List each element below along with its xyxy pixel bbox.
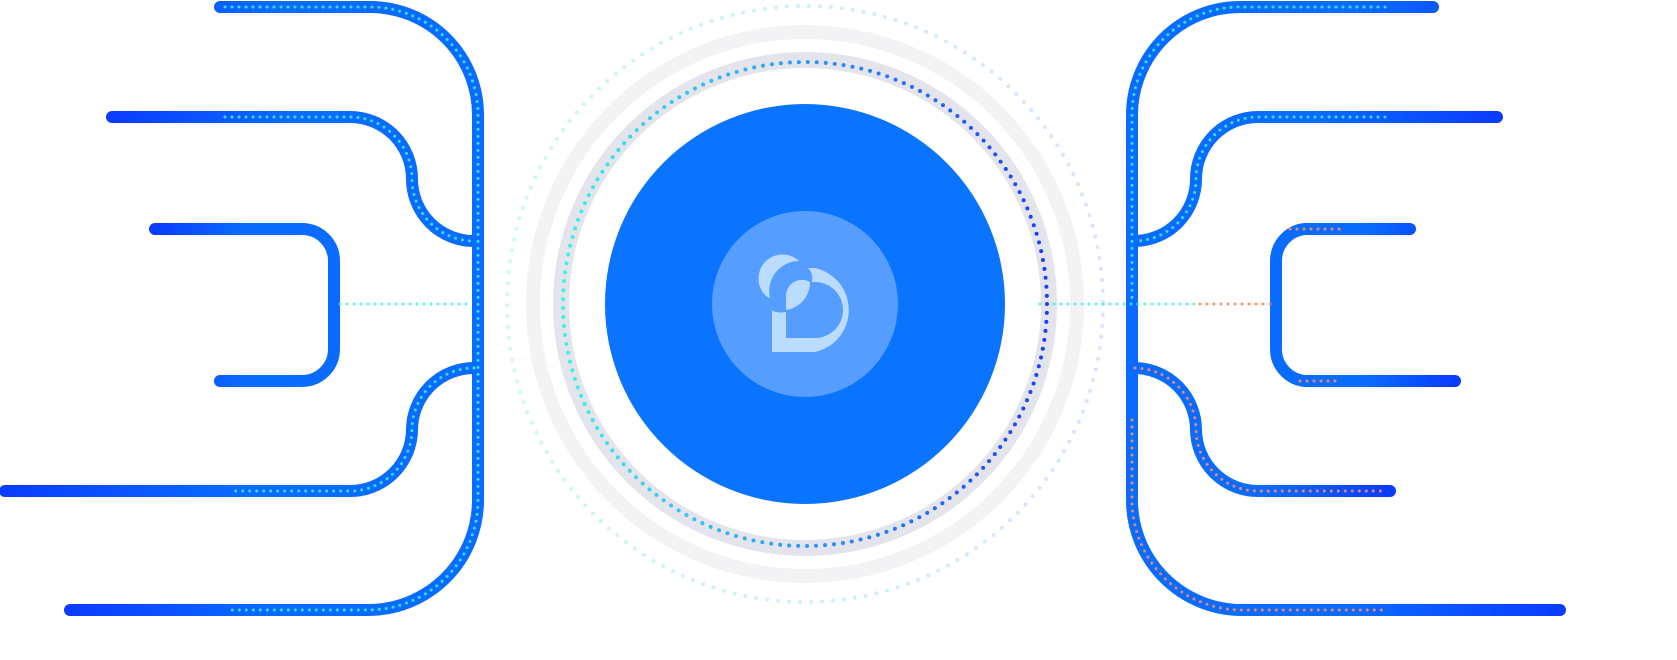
- right-data-dots-orange: [1130, 227, 1387, 612]
- left-data-dots: [223, 5, 480, 612]
- logo-badge: [712, 211, 898, 397]
- d-monogram-logo-icon: [758, 254, 849, 352]
- left-connector-lines: [0, 1, 618, 616]
- right-data-dots-cyan: [1038, 5, 1387, 306]
- right-connector-lines: [992, 1, 1566, 616]
- gradient-dotted-ring: [561, 60, 1049, 548]
